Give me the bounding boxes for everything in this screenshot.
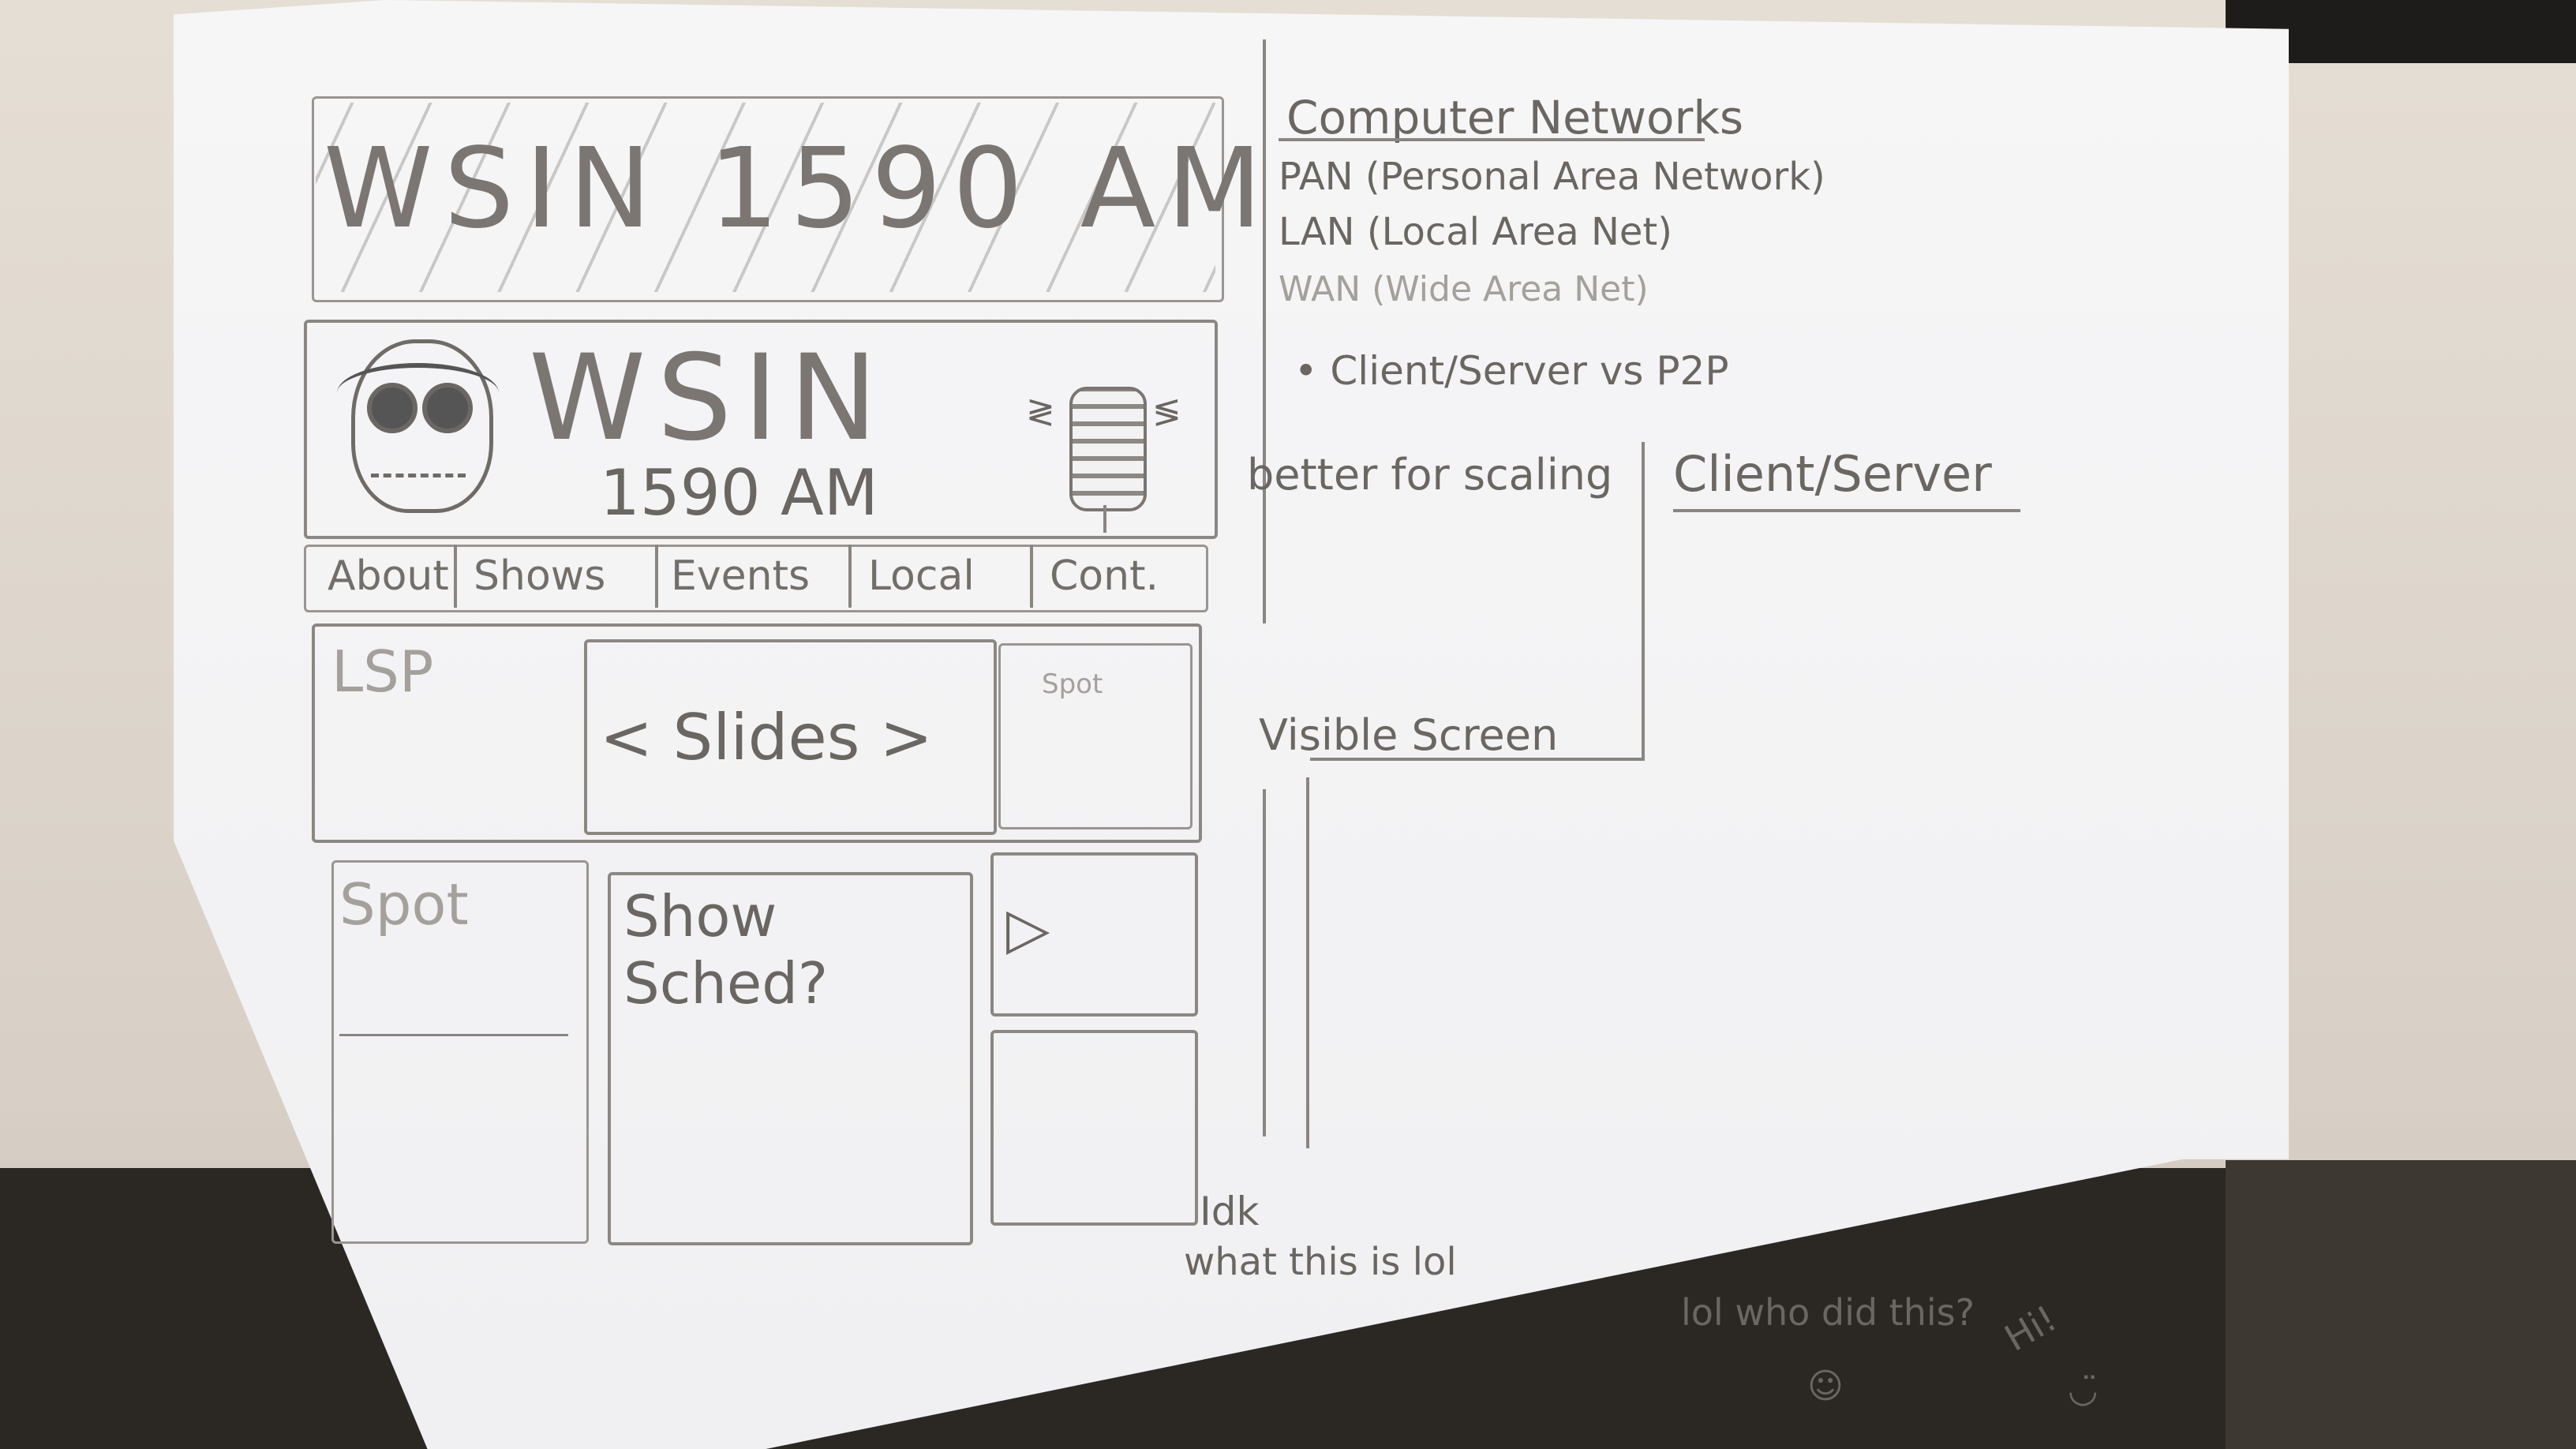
note-idk: Idk <box>1200 1189 1260 1234</box>
nav-item-events[interactable]: Events <box>671 552 811 600</box>
slides-right-label: Spot <box>1042 668 1103 700</box>
nav-item-about[interactable]: About <box>328 552 449 600</box>
note-client-server: Client/Server <box>1673 445 1992 503</box>
nav-divider <box>848 545 852 608</box>
note-what-is-this: what this is lol <box>1184 1240 1457 1284</box>
note-client-server-bullet: • Client/Server vs P2P <box>1294 348 1729 394</box>
visible-screen-bracket <box>1642 442 1645 758</box>
note-lan: LAN (Local Area Net) <box>1279 210 1672 254</box>
spot-divider <box>339 1034 568 1036</box>
nav-divider <box>454 545 457 608</box>
nav-bar <box>304 545 1208 612</box>
note-visible-screen: Visible Screen <box>1259 710 1559 760</box>
notebook-paper <box>174 0 2289 1449</box>
note-scaling: better for scaling <box>1247 450 1613 500</box>
banner-scribble-text: WSIN 1590 AM <box>324 125 1274 253</box>
slides-row <box>312 623 1202 843</box>
notes-heading-underline <box>1279 138 1705 141</box>
play-icon[interactable]: ▷ <box>1006 895 1050 961</box>
show-schedule-box <box>608 872 973 1245</box>
microphone-icon <box>1069 387 1147 511</box>
player-box[interactable] <box>990 852 1198 1017</box>
mic-stand <box>1103 505 1106 533</box>
note-who-did-this: lol who did this? <box>1681 1291 1975 1334</box>
floor-shadow-right <box>2226 1160 2576 1449</box>
sound-wave-left-icon: ≷ <box>1026 391 1055 432</box>
nav-divider <box>655 545 658 608</box>
slides-right-box <box>998 643 1193 829</box>
page-divider <box>1263 39 1266 623</box>
spot-label: Spot <box>339 871 469 938</box>
visible-screen-line <box>1306 777 1309 1148</box>
banner-scribble <box>316 103 1215 292</box>
smiley-icon: ☺ <box>1807 1366 1844 1406</box>
nav-item-shows[interactable]: Shows <box>474 552 606 600</box>
face-doodle-icon: ◡̈ <box>2068 1370 2099 1410</box>
banner-box <box>312 96 1224 302</box>
nav-item-local[interactable]: Local <box>868 552 975 600</box>
note-pan: PAN (Personal Area Network) <box>1279 155 1825 199</box>
sched-label: Sched? <box>623 950 829 1017</box>
spot-box <box>331 860 589 1244</box>
owl-logo <box>335 331 505 513</box>
page-divider-lower <box>1263 789 1266 1136</box>
sound-wave-right-icon: ≶ <box>1152 391 1181 432</box>
notes-heading: Computer Networks <box>1286 91 1744 144</box>
note-wan: WAN (Wide Area Net) <box>1279 269 1649 309</box>
nav-divider <box>1030 545 1033 608</box>
slides-center[interactable] <box>584 639 997 835</box>
header-box <box>304 320 1218 539</box>
show-label: Show <box>623 883 777 949</box>
client-server-underline <box>1673 509 2020 512</box>
unknown-box <box>990 1030 1198 1226</box>
station-frequency: 1590 AM <box>600 456 878 530</box>
nav-item-contact[interactable]: Cont. <box>1050 552 1159 600</box>
slides-label: < Slides > <box>600 701 933 774</box>
visible-screen-bracket-bottom <box>1310 758 1645 761</box>
slides-left-label: LSP <box>331 638 434 705</box>
station-name: WSIN <box>529 330 889 467</box>
